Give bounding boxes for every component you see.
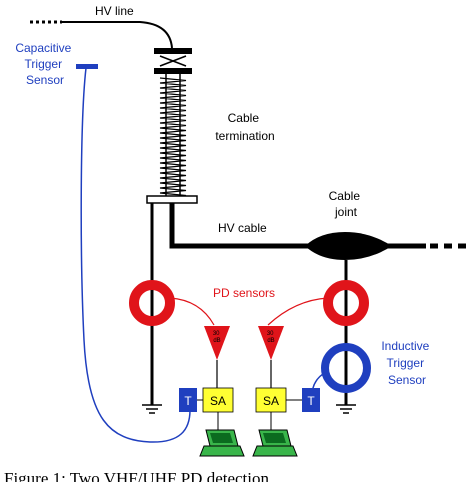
trigger-box-left-label: T <box>184 394 192 408</box>
cable-joint-label: Cable joint <box>329 189 364 219</box>
trigger-box-left <box>179 388 197 412</box>
figure-caption: Figure 1: Two VHF/UHF PD detection <box>4 469 269 482</box>
pd-sensor-lead-right <box>267 297 329 326</box>
pd-sensor-right <box>323 280 369 326</box>
ground-icon <box>336 404 356 414</box>
hv-line <box>62 21 173 49</box>
cable-termination-label: Cable termination <box>215 111 274 143</box>
amplifier-icon: 30 dB <box>204 326 230 360</box>
capacitive-trigger-sensor <box>76 64 98 69</box>
trigger-box-right-label: T <box>307 394 315 408</box>
capacitive-sensor-label: Capacitive Trigger Sensor <box>15 41 74 87</box>
svg-text:30 dB: 30 dB <box>267 331 275 344</box>
ground-icon <box>142 404 162 414</box>
hv-cable <box>169 203 310 249</box>
pd-sensor-left <box>129 280 175 326</box>
hv-cable-label: HV cable <box>218 221 267 235</box>
spectrum-analyzer-left-label: SA <box>210 394 226 408</box>
svg-text:30 dB: 30 dB <box>213 331 221 344</box>
inductive-sensor-label: Inductive Trigger Sensor <box>381 339 432 387</box>
capacitive-trigger-wire <box>80 67 191 443</box>
laptop-icon <box>252 429 298 457</box>
trigger-box-right <box>302 388 320 412</box>
pd-sensors-label: PD sensors <box>213 286 275 300</box>
hv-line-label: HV line <box>95 4 134 18</box>
spectrum-analyzer-right-label: SA <box>263 394 279 408</box>
cable-joint <box>305 232 392 260</box>
cable-termination <box>146 48 198 204</box>
laptop-icon <box>199 429 245 457</box>
inductive-trigger-sensor <box>321 343 371 393</box>
pd-sensor-lead-left <box>169 297 215 326</box>
amplifier-icon: 30 dB <box>258 326 284 360</box>
